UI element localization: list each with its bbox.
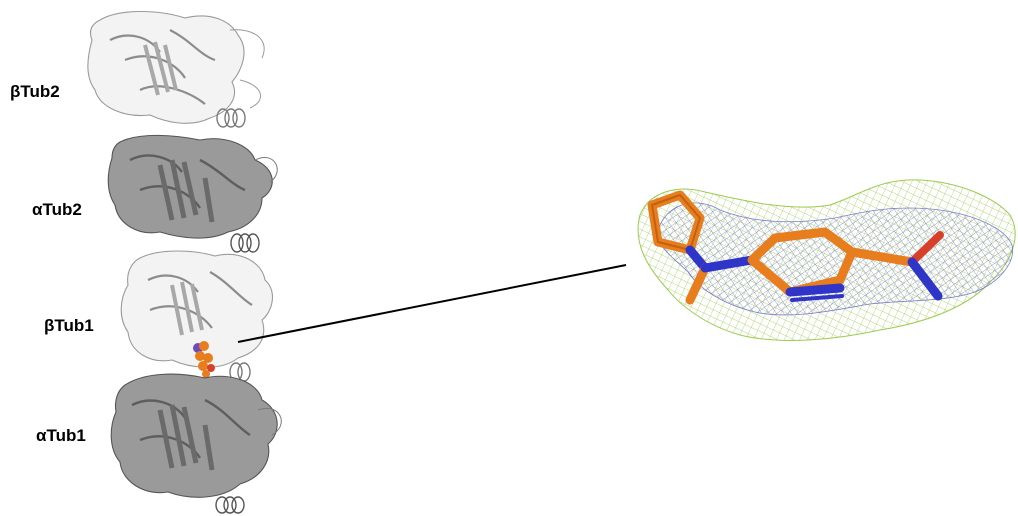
beta-tub2-structure [88, 12, 264, 128]
label-alpha-tub2: αTub2 [32, 200, 82, 220]
label-beta-tub1: βTub1 [44, 316, 94, 336]
alpha-tub1-structure [111, 374, 281, 513]
zoom-connector-line [238, 265, 626, 342]
label-alpha-tub1: αTub1 [36, 426, 86, 446]
protofilament [88, 12, 281, 514]
ligand-density-zoom [638, 180, 1015, 341]
alpha-tub2-structure [108, 135, 277, 252]
label-beta-tub2: βTub2 [10, 82, 60, 102]
beta-tub1-structure [121, 251, 272, 381]
